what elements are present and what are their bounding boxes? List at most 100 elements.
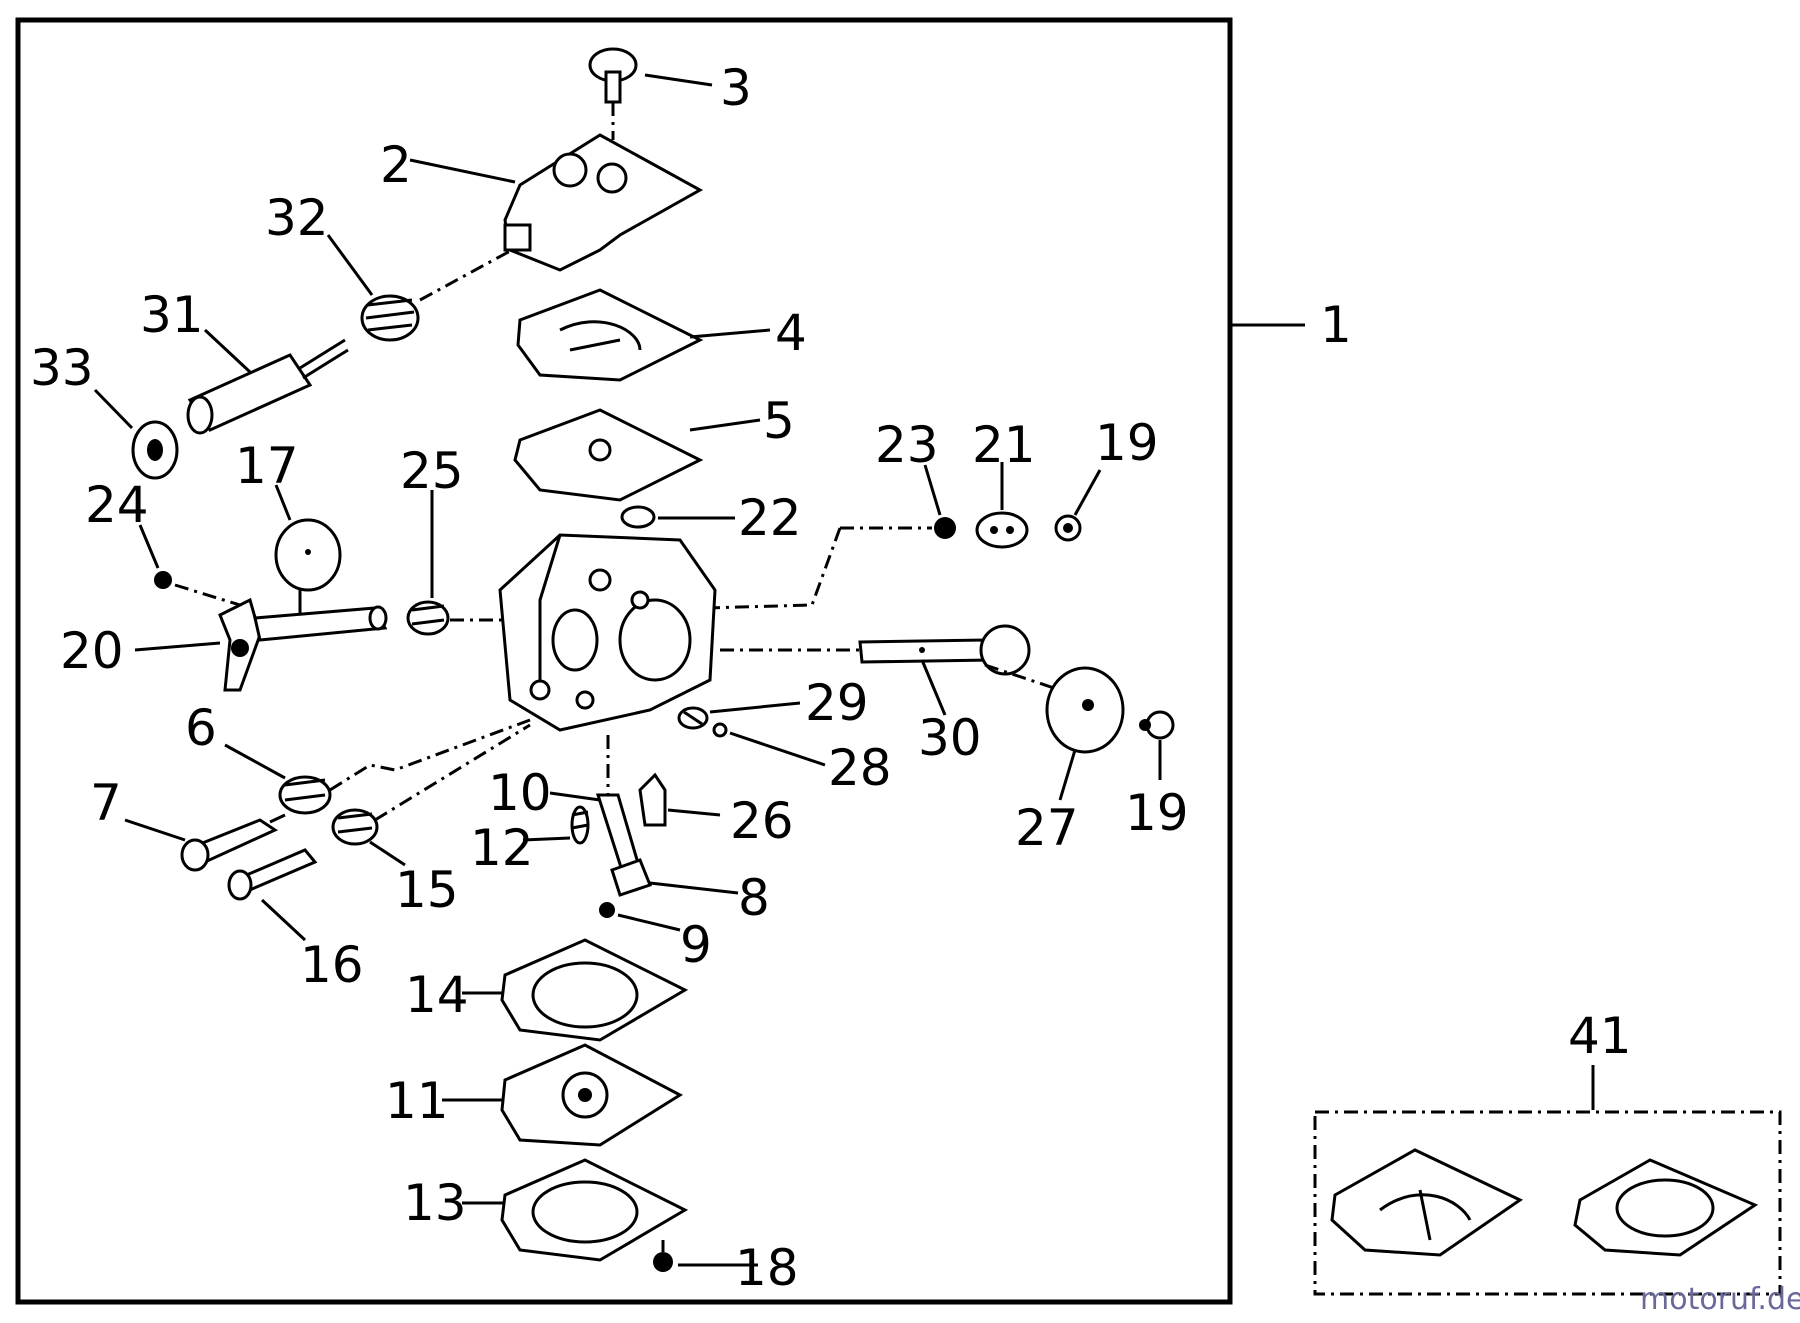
callout-13: 13: [403, 1174, 467, 1232]
part-9-screw: [599, 902, 615, 918]
callout-10: 10: [488, 764, 552, 822]
part-25-spring: [406, 600, 505, 636]
callout-14: 14: [405, 966, 469, 1024]
part-27-choke-valve: [984, 663, 1125, 754]
callout-23: 23: [875, 416, 939, 474]
leader-17: [274, 484, 292, 521]
part-12-spring: [570, 805, 590, 845]
part-21-plate: [975, 511, 1029, 549]
callout-16: 16: [300, 936, 364, 994]
callout-26: 26: [730, 792, 794, 850]
callout-19-bottom: 19: [1125, 784, 1189, 842]
leader-32: [326, 234, 374, 296]
leader-10: [549, 791, 601, 802]
part-33-washer: [131, 420, 179, 480]
leader-9: [617, 913, 681, 932]
part-10-lever: [595, 735, 642, 883]
leader-2: [409, 158, 516, 184]
assembly-frame: [15, 17, 1233, 1305]
callout-25: 25: [400, 442, 464, 500]
leader-29: [709, 701, 801, 714]
part-6-spring: [278, 718, 531, 815]
callout-6: 6: [185, 699, 217, 757]
part-19-screw-b: [1139, 710, 1175, 740]
leader-12: [522, 836, 571, 842]
callout-11: 11: [385, 1072, 449, 1130]
callout-12: 12: [470, 819, 534, 877]
part-28-ball: [712, 722, 728, 738]
part-15-spring: [331, 723, 531, 846]
leader-3: [644, 73, 713, 87]
part-18-screw: [653, 1240, 673, 1272]
part-17-throttle-valve: [274, 518, 342, 615]
callout-21: 21: [972, 416, 1036, 474]
part-7-needle: [180, 813, 286, 872]
callout-27: 27: [1015, 799, 1079, 857]
part-3-screw: [588, 47, 638, 140]
callout-8: 8: [738, 869, 770, 927]
leader-4: [689, 328, 771, 339]
part-19-screw-a: [1054, 514, 1082, 542]
leader-30: [920, 659, 947, 716]
part-4-pump-gasket: [516, 288, 704, 382]
callout-29: 29: [805, 674, 869, 732]
leader-26: [667, 808, 721, 817]
part-16-needle: [227, 848, 318, 901]
part-31-choke-shaft: [186, 338, 349, 435]
kit-gasket-pump: [1330, 1148, 1523, 1257]
leader-23: [923, 464, 942, 516]
watermark-text: motoruf.de: [1640, 1282, 1800, 1317]
callout-28: 28: [828, 739, 892, 797]
callout-9: 9: [680, 916, 712, 974]
kit-gasket-metering: [1573, 1158, 1759, 1257]
callout-1: 1: [1320, 296, 1352, 354]
part-32-spring: [360, 248, 513, 342]
part-5-pump-diaphragm: [513, 408, 704, 502]
leader-31: [203, 328, 252, 374]
callout-33: 33: [30, 339, 94, 397]
callout-3: 3: [720, 59, 752, 117]
callout-19-top: 19: [1095, 414, 1159, 472]
part-24-nut: [154, 571, 241, 607]
leader-16: [260, 898, 307, 942]
part-30-choke-shaft: [720, 624, 1031, 676]
leader-8: [649, 881, 739, 895]
part-11-diaphragm: [500, 1043, 684, 1147]
leader-24: [138, 524, 160, 569]
leader-5: [689, 418, 761, 432]
leader-7: [124, 818, 186, 842]
part-14-gasket: [500, 938, 689, 1042]
callout-31: 31: [140, 286, 204, 344]
part-29-spring: [677, 706, 709, 730]
leader-27: [1058, 749, 1077, 801]
callout-5: 5: [763, 392, 795, 450]
callout-32: 32: [265, 189, 329, 247]
callout-41: 41: [1568, 1007, 1632, 1065]
callout-7: 7: [90, 774, 122, 832]
leader-20: [134, 641, 221, 652]
callout-22: 22: [738, 489, 802, 547]
callout-18: 18: [735, 1239, 799, 1297]
callout-20: 20: [60, 622, 124, 680]
gasket-kit-frame: [1313, 1110, 1782, 1296]
leader-19a: [1073, 469, 1102, 516]
leader-33: [93, 388, 134, 430]
callout-15: 15: [395, 861, 459, 919]
part-13-cover: [500, 1158, 689, 1262]
part-23-nut: [634, 517, 956, 612]
part-22-inlet-screen: [620, 505, 656, 529]
callout-4: 4: [775, 304, 807, 362]
callout-17: 17: [235, 437, 299, 495]
part-26-inlet-needle: [638, 772, 667, 827]
part-20-throttle-lever: [218, 597, 388, 692]
callout-2: 2: [380, 136, 412, 194]
callout-30: 30: [918, 709, 982, 767]
part-carburetor-body: [498, 533, 717, 732]
leader-28: [729, 731, 826, 767]
leader-6: [224, 743, 286, 780]
callout-24: 24: [85, 476, 149, 534]
part-2-pump-cover: [503, 133, 704, 272]
part-8-pin: [610, 858, 652, 897]
